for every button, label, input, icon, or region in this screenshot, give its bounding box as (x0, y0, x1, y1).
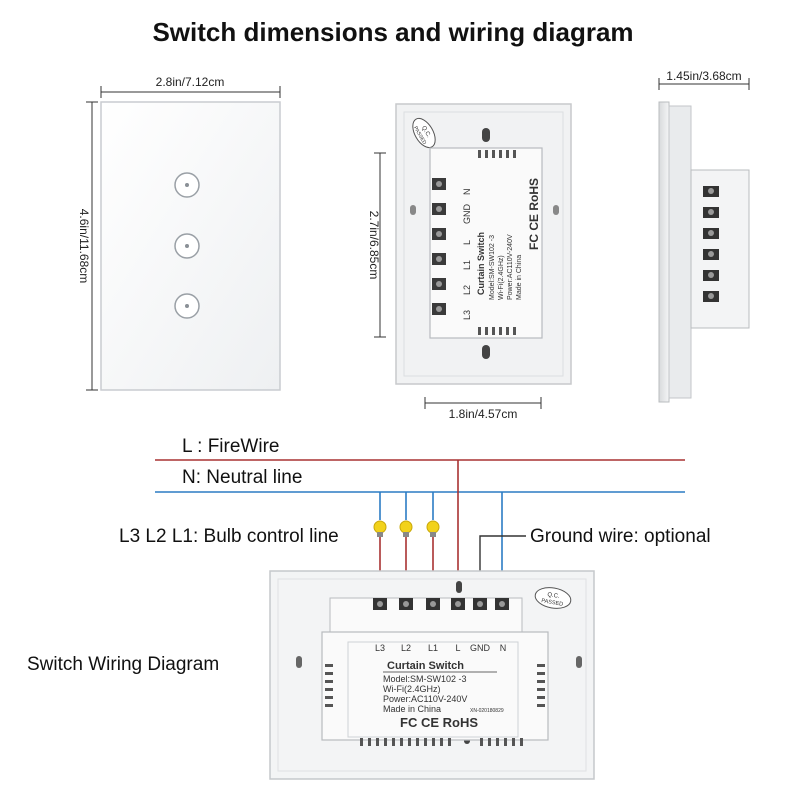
back-module-housing (429, 147, 543, 339)
page-title: Switch dimensions and wiring diagram (152, 17, 633, 47)
front-width-label: 2.8in/7.12cm (156, 75, 225, 89)
back-terminal-screws (432, 178, 446, 315)
side-terminal-screws (703, 186, 719, 302)
module-date-code: XN-020180829 (470, 708, 504, 714)
svg-text:Made in China: Made in China (516, 255, 523, 300)
fire-wire-label: L : FireWire (182, 436, 279, 457)
back-view: Q.C. PASSED L3 L2 (367, 103, 572, 421)
side-view: 1.45in/3.68cm (658, 69, 750, 403)
svg-text:Model:SM-SW102 -3: Model:SM-SW102 -3 (489, 235, 496, 300)
side-module-housing (690, 169, 750, 329)
front-glass-panel (100, 101, 281, 391)
svg-text:N: N (500, 643, 507, 653)
back-height-label: 2.7in/6.85cm (367, 211, 381, 280)
svg-text:FC CE RoHS: FC CE RoHS (527, 178, 541, 250)
front-view: 2.8in/7.12cm 4.6in/11.68cm (77, 75, 281, 391)
module-cert-marks: FC CE RoHS (400, 715, 478, 730)
svg-text:L3: L3 (375, 643, 385, 653)
module-power: Power:AC110V-240V (383, 694, 467, 704)
svg-text:Curtain Switch: Curtain Switch (476, 232, 486, 295)
svg-text:L: L (462, 240, 472, 245)
touch-button-2[interactable] (174, 233, 200, 259)
svg-text:GND: GND (462, 204, 472, 225)
svg-text:L2: L2 (462, 285, 472, 295)
module-model: Model:SM-SW102 -3 (383, 674, 467, 684)
bulb-control-label: L3 L2 L1: Bulb control line (119, 526, 339, 547)
back-width-label: 1.8in/4.57cm (449, 407, 518, 421)
back-top-vents (478, 150, 516, 335)
svg-text:GND: GND (470, 643, 491, 653)
svg-text:Q.C.: Q.C. (547, 592, 561, 600)
back-module-label: L3 L2 L1 L GND N Curtain Switch Model:SM… (462, 178, 541, 320)
wiring-section: L : FireWire N: Neutral line L3 L2 L1: B… (27, 436, 711, 780)
module-wifi: Wi-Fi(2.4GHz) (383, 684, 441, 694)
screw-slot-bottom (482, 345, 490, 359)
touch-button-1[interactable] (174, 172, 200, 198)
front-height-label: 4.6in/11.68cm (77, 209, 91, 284)
svg-text:L3: L3 (462, 310, 472, 320)
svg-text:PASSED: PASSED (541, 598, 564, 608)
svg-text:L1: L1 (428, 643, 438, 653)
touch-button-3[interactable] (174, 293, 200, 319)
svg-text:L2: L2 (401, 643, 411, 653)
module-made: Made in China (383, 704, 441, 714)
svg-text:L: L (455, 643, 460, 653)
wiring-terminal-labels: L3 L2 L1 L GND N (375, 643, 506, 653)
neutral-label: N: Neutral line (182, 467, 302, 488)
svg-text:Power:AC110V-240V: Power:AC110V-240V (507, 234, 514, 300)
side-glass-panel (658, 101, 670, 403)
wiring-module-vents (325, 664, 545, 746)
qc-stamp-wiring: Q.C. PASSED (534, 587, 572, 609)
svg-text:Q.C.: Q.C. (420, 125, 432, 139)
svg-text:L1: L1 (462, 260, 472, 270)
wiring-terminals (373, 598, 509, 610)
screw-slot-top (482, 128, 490, 142)
svg-text:N: N (462, 189, 472, 196)
switch-wiring-diagram-label: Switch Wiring Diagram (27, 654, 219, 675)
side-depth-label: 1.45in/3.68cm (666, 69, 741, 83)
side-mounting-plate (668, 105, 692, 399)
svg-text:Wi-Fi(2.4GHz): Wi-Fi(2.4GHz) (498, 255, 505, 300)
module-name: Curtain Switch (387, 660, 464, 672)
ground-wire-label: Ground wire: optional (530, 526, 711, 547)
